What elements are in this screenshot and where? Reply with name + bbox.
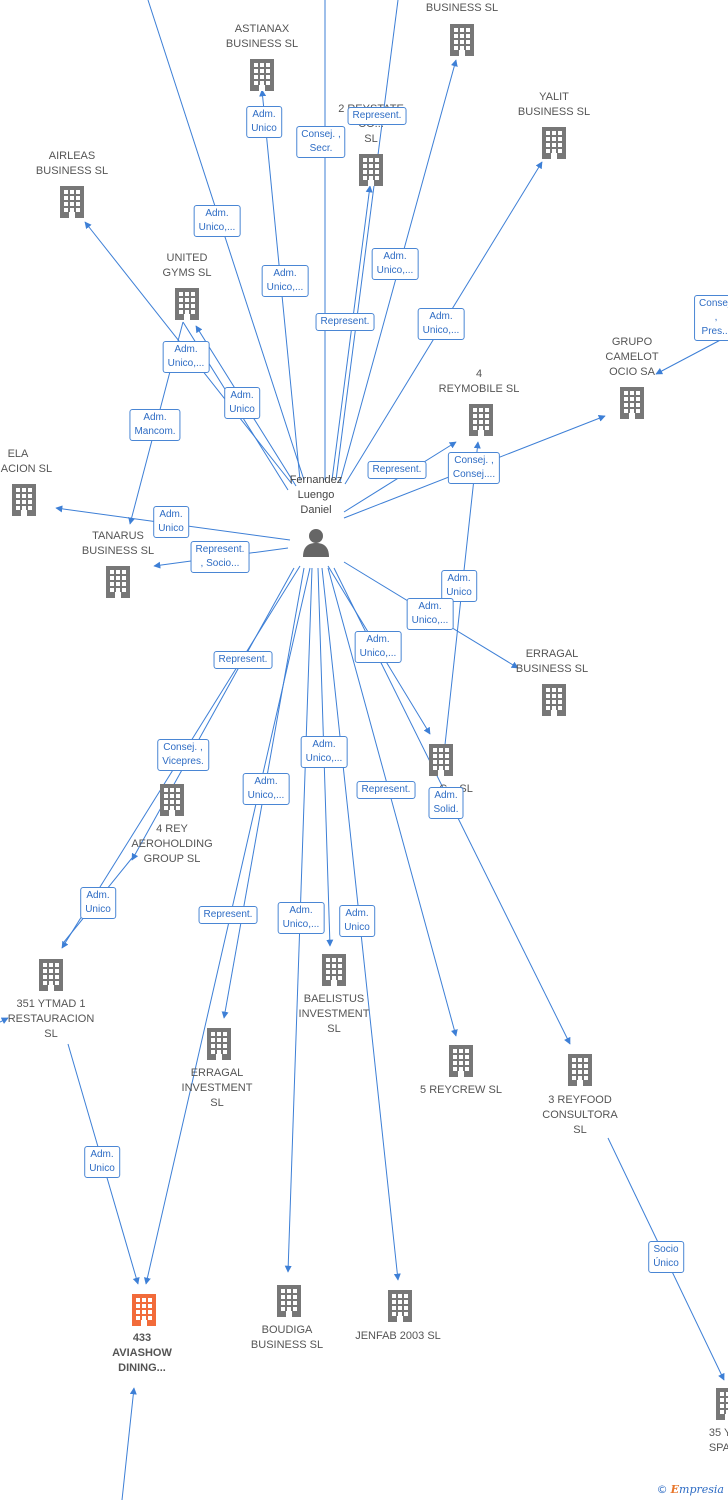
building-icon[interactable] <box>468 403 494 442</box>
relation-label[interactable]: Adm. Unico,... <box>354 631 402 663</box>
relation-label[interactable]: Consej. , Vicepres. <box>157 739 209 771</box>
company-label-baelistus[interactable]: BAELISTUS INVESTMENT SL <box>298 993 370 1035</box>
relation-label[interactable]: Adm. Unico,... <box>371 248 419 280</box>
building-icon[interactable] <box>541 126 567 165</box>
relation-edge <box>121 1387 137 1500</box>
company-label-erragal-investment[interactable]: ERRAGAL INVESTMENT SL <box>181 1067 253 1109</box>
building-icon[interactable] <box>387 1289 413 1328</box>
building-icon[interactable] <box>428 743 454 782</box>
person-icon[interactable] <box>301 527 331 562</box>
person-name[interactable]: Fernandez Luengo Daniel <box>289 474 343 516</box>
building-icon[interactable] <box>567 1053 593 1092</box>
company-label-reycrew[interactable]: 5 REYCREW SL <box>420 1084 502 1096</box>
relation-edge <box>147 0 305 481</box>
company-label-jenfab[interactable]: JENFAB 2003 SL <box>355 1330 441 1342</box>
company-label-yalit[interactable]: YALIT BUSINESS SL <box>517 91 591 118</box>
relation-label[interactable]: Adm. Unico,... <box>417 308 465 340</box>
company-label-aviashow[interactable]: 433 AVIASHOW DINING... <box>112 1332 172 1374</box>
company-label-grupo-camelot[interactable]: GRUPO CAMELOT OCIO SA <box>605 336 659 378</box>
building-icon[interactable] <box>131 1293 157 1332</box>
building-icon[interactable] <box>249 58 275 97</box>
relation-label[interactable]: Represent. <box>198 906 258 924</box>
company-label-spa35[interactable]: 35 Y... SPA... <box>708 1427 728 1454</box>
relation-edge <box>0 1017 9 1024</box>
relation-label[interactable]: Consej. , Pres... <box>694 295 728 341</box>
building-icon[interactable] <box>715 1387 728 1426</box>
company-label-rey-aeroholding[interactable]: 4 REY AEROHOLDING GROUP SL <box>131 823 213 865</box>
relation-edge <box>131 567 295 861</box>
relation-label[interactable]: Adm. Unico <box>84 1146 120 1178</box>
relation-label[interactable]: Adm. Unico,... <box>406 598 454 630</box>
relation-edge <box>335 0 399 481</box>
company-label-tanarus[interactable]: TANARUS BUSINESS SL <box>81 530 155 557</box>
relation-label[interactable]: Consej. , Secr. <box>296 126 346 158</box>
relation-label[interactable]: Adm. Unico <box>246 106 282 138</box>
brand-watermark: ©Empresia <box>657 1483 724 1496</box>
company-label-reyfood[interactable]: 3 REYFOOD CONSULTORA SL <box>542 1094 618 1136</box>
company-label-boudiga[interactable]: BOUDIGA BUSINESS SL <box>250 1324 324 1351</box>
relation-label[interactable]: Adm. Unico,... <box>193 205 241 237</box>
building-icon[interactable] <box>358 153 384 192</box>
relation-label[interactable]: Adm. Unico,... <box>300 736 348 768</box>
building-icon[interactable] <box>541 683 567 722</box>
company-label-ytmad[interactable]: 351 YTMAD 1 RESTAURACION SL <box>7 998 95 1040</box>
building-icon[interactable] <box>59 185 85 224</box>
building-icon[interactable] <box>449 23 475 62</box>
company-label-astianax[interactable]: ASTIANAX BUSINESS SL <box>225 23 299 50</box>
company-label-erragal-business[interactable]: ERRAGAL BUSINESS SL <box>515 648 589 675</box>
brand-initial: E <box>670 1483 680 1496</box>
building-icon[interactable] <box>276 1284 302 1323</box>
relation-label[interactable]: Represent. , Socio... <box>190 541 250 573</box>
relation-label[interactable]: Represent. <box>347 107 407 125</box>
company-label-reymobile[interactable]: 4 REYMOBILE SL <box>438 368 520 395</box>
relation-label[interactable]: Socio Único <box>648 1241 684 1273</box>
relation-edge <box>655 335 728 375</box>
company-label-top-business[interactable]: BUSINESS SL <box>425 2 499 14</box>
building-icon[interactable] <box>159 783 185 822</box>
building-icon[interactable] <box>11 483 37 522</box>
building-icon[interactable] <box>206 1027 232 1066</box>
building-icon[interactable] <box>174 287 200 326</box>
relation-label[interactable]: Adm. Solid. <box>428 787 464 819</box>
relation-label[interactable]: Represent. <box>315 313 375 331</box>
relation-label[interactable]: Adm. Unico,... <box>162 341 210 373</box>
relation-label[interactable]: Represent. <box>356 781 416 799</box>
building-icon[interactable] <box>105 565 131 604</box>
relation-edge <box>327 567 458 1037</box>
copyright-symbol: © <box>656 1483 668 1496</box>
relation-label[interactable]: Adm. Unico,... <box>261 265 309 297</box>
relation-label[interactable]: Adm. Unico <box>153 506 189 538</box>
relation-label[interactable]: Adm. Unico <box>339 905 375 937</box>
building-icon[interactable] <box>38 958 64 997</box>
relation-label[interactable]: Represent. <box>213 651 273 669</box>
relation-label[interactable]: Adm. Unico,... <box>242 773 290 805</box>
building-icon[interactable] <box>321 953 347 992</box>
relation-label[interactable]: Adm. Mancom. <box>129 409 181 441</box>
relation-label[interactable]: Consej. , Consej.... <box>447 452 501 484</box>
relation-edge <box>143 567 311 1285</box>
relation-edge <box>331 185 373 481</box>
relation-label[interactable]: Adm. Unico <box>441 570 477 602</box>
company-label-ela-aviacion[interactable]: ELA AVIACION SL <box>0 448 53 475</box>
building-icon[interactable] <box>448 1044 474 1083</box>
relation-label[interactable]: Adm. Unico,... <box>277 902 325 934</box>
company-label-united-gyms[interactable]: UNITED GYMS SL <box>162 252 212 279</box>
relation-label[interactable]: Represent. <box>367 461 427 479</box>
brand-name: mpresia <box>679 1483 724 1496</box>
building-icon[interactable] <box>619 386 645 425</box>
company-label-airleas[interactable]: AIRLEAS BUSINESS SL <box>35 150 109 177</box>
relation-label[interactable]: Adm. Unico <box>80 887 116 919</box>
relation-label[interactable]: Adm. Unico <box>224 387 260 419</box>
